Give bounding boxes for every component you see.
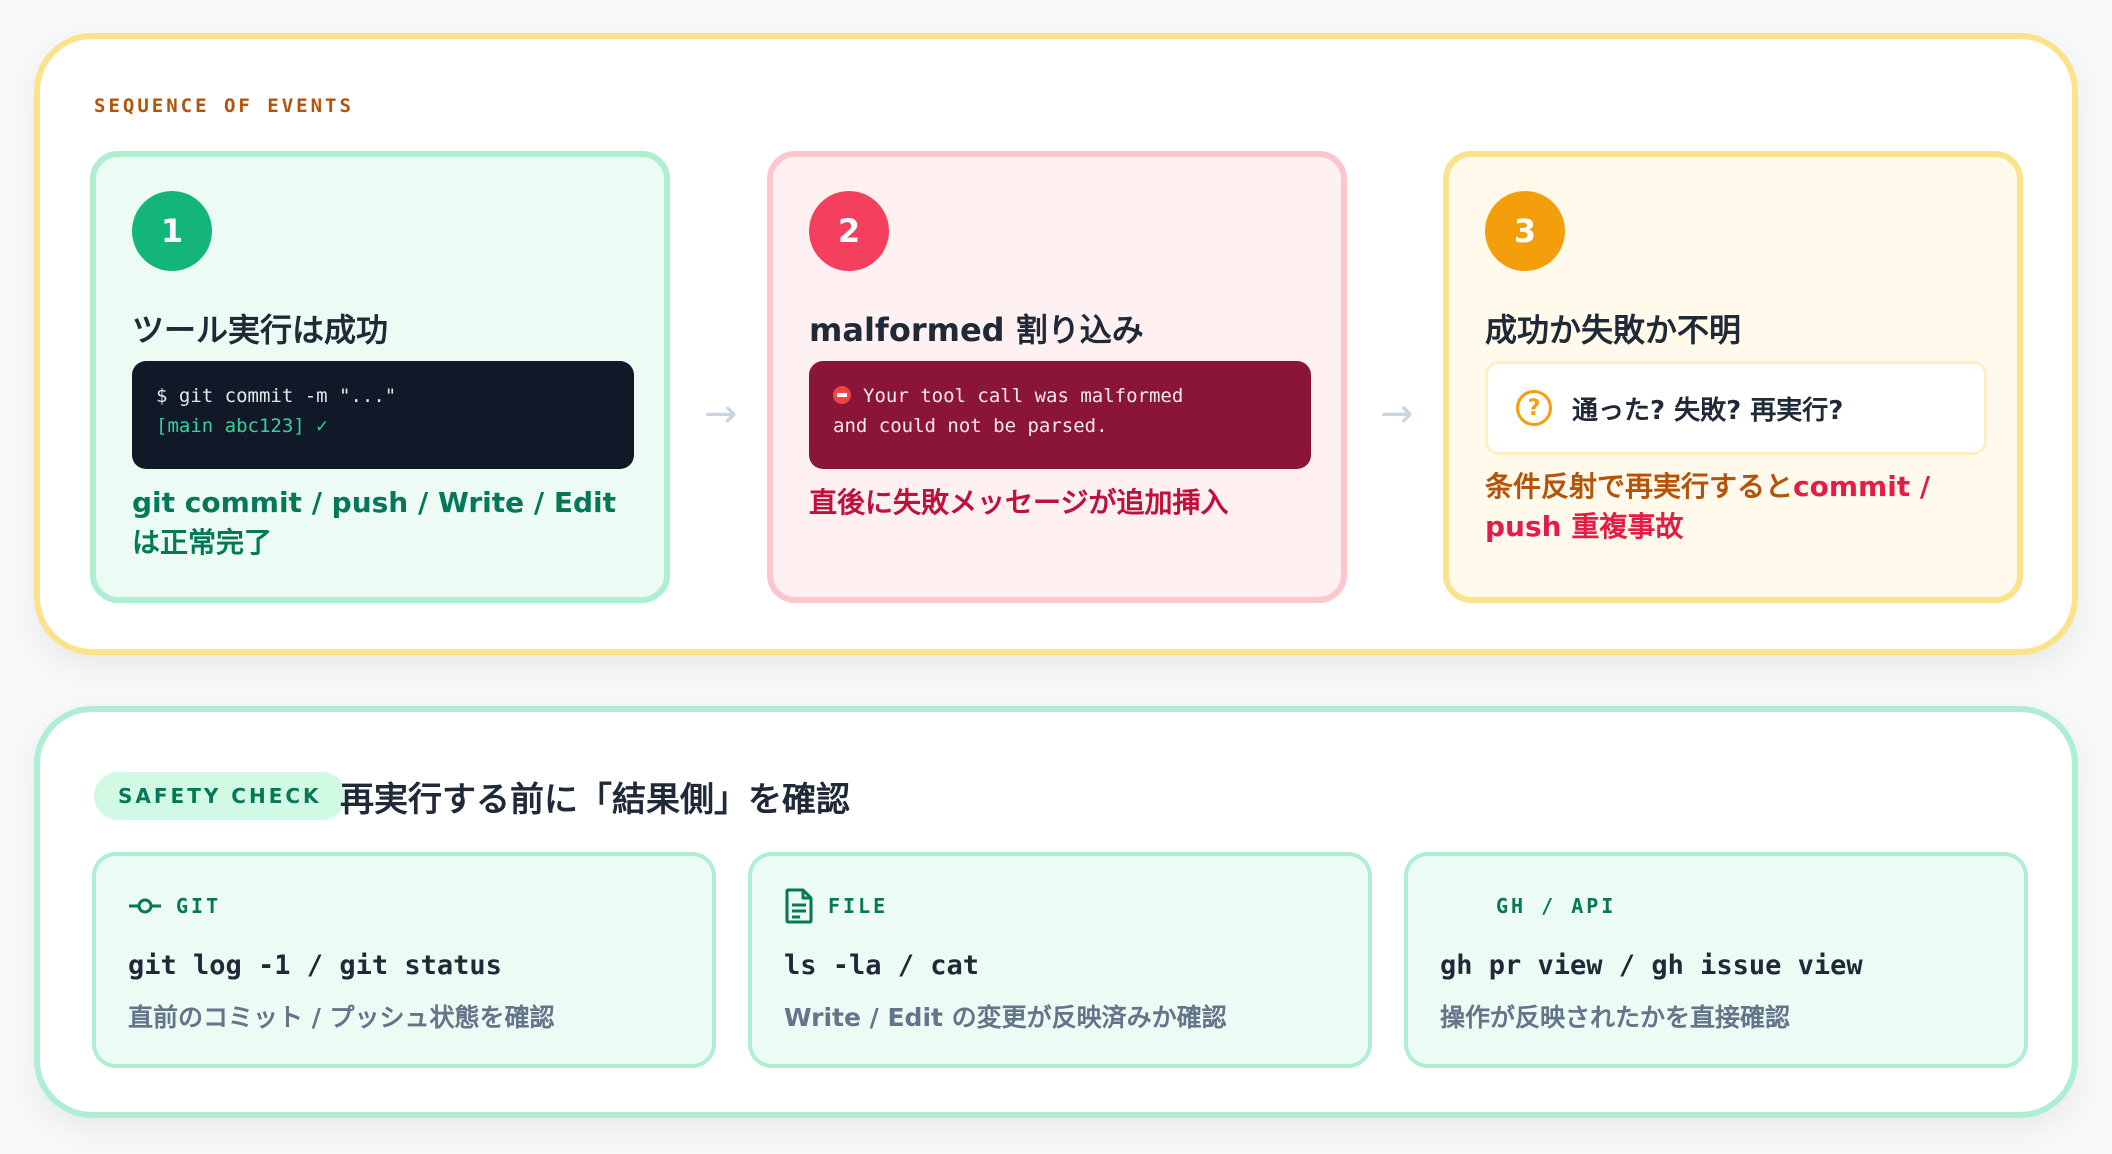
- card-label: GH / API: [1496, 894, 1617, 918]
- step-number-badge: 3: [1485, 191, 1565, 271]
- check-card-gh-api: GH / API gh pr view / gh issue view 操作が反…: [1404, 852, 2028, 1068]
- step-card-1: 1 ツール実行は成功 $ git commit -m "..." [main a…: [90, 151, 670, 603]
- step-title: ツール実行は成功: [132, 311, 389, 349]
- step-number-badge: 1: [132, 191, 212, 271]
- safety-check-panel: SAFETY CHECK 再実行する前に「結果側」を確認 GIT git log…: [34, 706, 2078, 1118]
- card-label: FILE: [828, 894, 889, 918]
- card-header: FILE: [784, 888, 888, 924]
- card-header: GIT: [128, 888, 221, 924]
- card-description: 操作が反映されたかを直接確認: [1440, 1003, 1791, 1032]
- safety-title: 再実行する前に「結果側」を確認: [340, 779, 850, 820]
- step-description: 条件反射で再実行するとcommit / push 重複事故: [1485, 467, 1985, 547]
- question-text: 通った? 失敗? 再実行?: [1572, 395, 1844, 426]
- arrow-right-icon: →: [704, 391, 738, 437]
- code-line: $ git commit -m "...": [156, 385, 397, 407]
- step-description: 直後に失敗メッセージが追加挿入: [809, 486, 1229, 519]
- card-header: GH / API: [1496, 888, 1616, 924]
- card-description: 直前のコミット / プッシュ状態を確認: [128, 1003, 555, 1032]
- check-card-git: GIT git log -1 / git status 直前のコミット / プッ…: [92, 852, 716, 1068]
- description-part: 条件反射で再実行すると: [1485, 470, 1794, 503]
- check-card-file: FILE ls -la / cat Write / Edit の変更が反映済みか…: [748, 852, 1372, 1068]
- arrow-right-icon: →: [1380, 391, 1414, 437]
- step-number-badge: 2: [809, 191, 889, 271]
- card-description: Write / Edit の変更が反映済みか確認: [784, 1003, 1227, 1032]
- safety-check-pill: SAFETY CHECK: [94, 772, 346, 820]
- step-card-2: 2 malformed 割り込み Your tool call was malf…: [767, 151, 1347, 603]
- section-label: SEQUENCE OF EVENTS: [94, 95, 354, 117]
- step-description: git commit / push / Write / Edit は正常完了: [132, 486, 617, 559]
- card-command: gh pr view / gh issue view: [1440, 950, 1863, 981]
- error-line: and could not be parsed.: [833, 415, 1108, 437]
- no-entry-icon: [833, 386, 851, 404]
- error-message-box: Your tool call was malformed and could n…: [809, 361, 1311, 469]
- card-label: GIT: [176, 894, 222, 918]
- step-title: 成功か失敗か不明: [1485, 311, 1742, 349]
- card-command: git log -1 / git status: [128, 950, 502, 981]
- terminal-output: $ git commit -m "..." [main abc123] ✓: [132, 361, 634, 469]
- step-card-3: 3 成功か失敗か不明 ? 通った? 失敗? 再実行? 条件反射で再実行するとco…: [1443, 151, 2023, 603]
- file-icon: [784, 888, 814, 924]
- error-line: Your tool call was malformed: [863, 385, 1184, 407]
- question-circle-icon: ?: [1516, 390, 1552, 426]
- sequence-of-events-panel: SEQUENCE OF EVENTS 1 ツール実行は成功 $ git comm…: [34, 33, 2078, 655]
- git-commit-icon: [128, 896, 162, 916]
- step-title: malformed 割り込み: [809, 311, 1144, 349]
- description-highlight: commit / push 重複事故: [1485, 470, 1931, 543]
- question-box: ? 通った? 失敗? 再実行?: [1485, 361, 1987, 455]
- code-line-success: [main abc123] ✓: [156, 415, 328, 437]
- card-command: ls -la / cat: [784, 950, 980, 981]
